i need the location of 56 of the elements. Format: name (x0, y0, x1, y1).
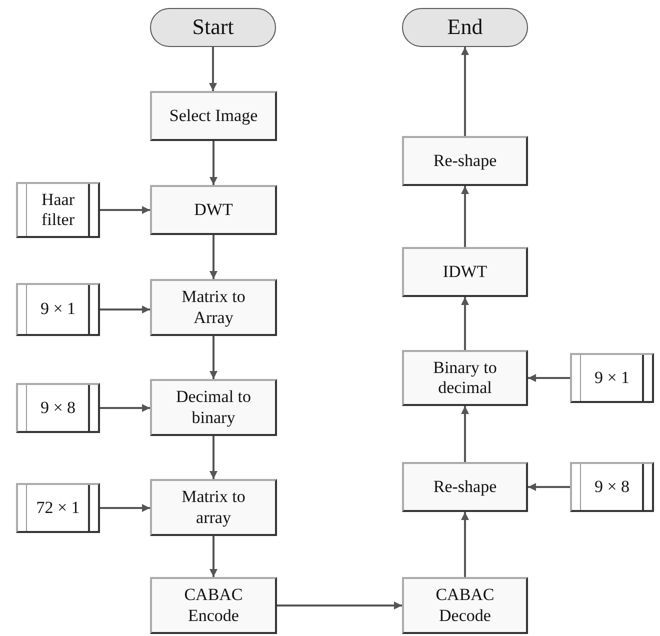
process-box (402, 350, 528, 406)
predefined-process-box (570, 353, 654, 403)
node-label: Select Image (168, 106, 259, 126)
arrow (209, 47, 217, 91)
node-label: Matrix to array (180, 487, 246, 528)
node-label: DWT (193, 200, 234, 220)
node-label: Re-shape (432, 150, 498, 172)
arrow (528, 483, 570, 491)
arrow (100, 306, 150, 314)
arrow (210, 141, 218, 185)
node-label: 9 × 1 (39, 299, 77, 320)
process-box (150, 577, 277, 634)
terminal-pill (402, 8, 528, 47)
process-box (150, 185, 277, 235)
process-box (402, 577, 528, 634)
node-label: End (446, 14, 484, 41)
arrow (210, 336, 218, 379)
predefined-process-box (16, 182, 100, 238)
node-label: Haar filter (40, 190, 76, 230)
arrow (461, 512, 469, 577)
arrow (461, 406, 469, 462)
predefined-process-box (570, 462, 654, 512)
arrow (100, 404, 150, 412)
node-label: 72 × 1 (35, 498, 81, 518)
process-box (402, 247, 528, 297)
predefined-process-box (16, 483, 100, 533)
node-label: 9 × 8 (39, 398, 77, 418)
arrow (461, 297, 469, 350)
arrow (210, 436, 218, 479)
arrow (210, 536, 218, 577)
process-box (402, 462, 528, 512)
arrow (277, 602, 402, 610)
node-label: Decimal to binary (174, 387, 252, 428)
node-label: CABAC Decode (434, 585, 496, 626)
process-box (150, 379, 277, 436)
process-box (150, 479, 277, 536)
node-label: CABAC Encode (183, 585, 244, 626)
node-label: Binary to decimal (432, 358, 498, 398)
process-box (150, 91, 277, 141)
arrow (100, 504, 150, 512)
predefined-process-box (16, 383, 100, 433)
arrow (528, 374, 570, 382)
node-label: Start (191, 14, 235, 41)
node-label: 9 × 1 (593, 368, 631, 388)
node-label: 9 × 8 (593, 476, 631, 498)
terminal-pill (150, 8, 276, 47)
arrow (461, 47, 469, 136)
process-box (150, 279, 277, 336)
predefined-process-box (16, 283, 100, 336)
arrow (100, 206, 150, 214)
arrow (461, 186, 469, 247)
arrow (210, 235, 218, 279)
node-label: IDWT (442, 262, 488, 282)
process-box (402, 136, 528, 186)
node-label: Re-shape (432, 476, 498, 498)
node-label: Matrix to Array (180, 287, 246, 328)
